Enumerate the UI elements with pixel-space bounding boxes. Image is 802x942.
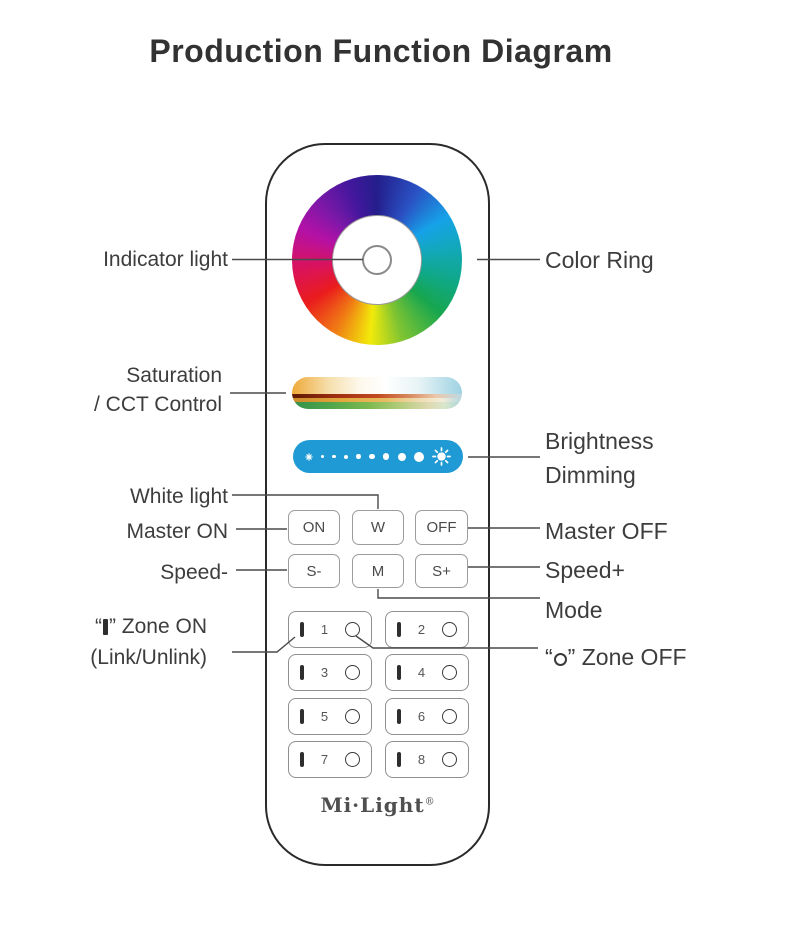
saturation-cct-slider[interactable] xyxy=(292,377,462,409)
quote-close: ” xyxy=(567,644,576,670)
label-zone-on: “ ” Zone ON (Link/Unlink) xyxy=(90,611,207,673)
zone-on-bar-icon xyxy=(300,622,304,637)
label-saturation-line2: / CCT Control xyxy=(94,393,222,416)
zone-number: 6 xyxy=(417,709,426,724)
cct-gradient-strip xyxy=(292,377,462,394)
zone-off-circle-icon xyxy=(553,653,567,666)
red-gradient-strip xyxy=(292,394,462,398)
zone-on-bar-icon xyxy=(397,665,401,680)
label-saturation-line1: Saturation xyxy=(126,364,222,387)
zone-on-bar-icon xyxy=(300,752,304,767)
zone-on-bar-icon xyxy=(300,709,304,724)
label-zone-on-line1: “ ” Zone ON xyxy=(90,611,207,642)
zone-number: 7 xyxy=(320,752,329,767)
quote-close: ” xyxy=(108,615,116,638)
zone-button-5[interactable]: 5 xyxy=(288,698,372,735)
label-master-on: Master ON xyxy=(126,520,228,543)
brightness-dot xyxy=(413,451,424,462)
label-saturation-cct: Saturation / CCT Control xyxy=(94,361,222,419)
label-zone-on-text: Zone ON xyxy=(115,615,207,638)
master-off-button[interactable]: OFF xyxy=(415,510,468,545)
zone-off-circle-icon xyxy=(441,622,457,637)
brightness-dot xyxy=(382,453,390,460)
green-gradient-strip xyxy=(292,402,462,409)
zone-number: 3 xyxy=(320,665,329,680)
mode-button[interactable]: M xyxy=(352,554,404,588)
zone-on-bar-icon xyxy=(397,709,401,724)
label-zone-off-text: Zone OFF xyxy=(575,644,687,670)
label-color-ring: Color Ring xyxy=(545,247,654,273)
zone-button-2[interactable]: 2 xyxy=(385,611,469,648)
label-brightness-line2: Dimming xyxy=(545,462,636,488)
zone-number: 8 xyxy=(417,752,426,767)
indicator-light xyxy=(362,245,392,275)
speed-minus-button[interactable]: S- xyxy=(288,554,340,588)
sun-icon xyxy=(432,447,451,466)
zone-button-6[interactable]: 6 xyxy=(385,698,469,735)
zone-button-8[interactable]: 8 xyxy=(385,741,469,778)
zone-off-circle-icon xyxy=(441,752,457,767)
zone-on-bar-icon xyxy=(102,619,108,635)
zone-number: 2 xyxy=(417,622,426,637)
white-light-button[interactable]: W xyxy=(352,510,404,545)
label-mode: Mode xyxy=(545,597,603,623)
zone-off-circle-icon xyxy=(344,665,360,680)
label-master-off: Master OFF xyxy=(545,518,668,544)
zone-on-bar-icon xyxy=(397,752,401,767)
zone-number: 1 xyxy=(320,622,329,637)
label-indicator-light: Indicator light xyxy=(103,248,228,271)
zone-number: 4 xyxy=(417,665,426,680)
brightness-dot xyxy=(344,454,349,459)
brand-logo-text: Mi·Light xyxy=(320,793,425,817)
label-brightness-dimming: Brightness Dimming xyxy=(545,424,654,492)
brightness-dot xyxy=(397,452,406,461)
sparkle-icon xyxy=(305,452,313,461)
brand-logo: Mi·Light® xyxy=(288,793,468,817)
quote-open: “ xyxy=(545,644,553,670)
zone-off-circle-icon xyxy=(344,622,360,637)
brightness-dot xyxy=(321,455,325,458)
orange-gradient-strip xyxy=(292,398,462,402)
registered-mark: ® xyxy=(424,796,436,808)
zone-off-circle-icon xyxy=(344,709,360,724)
zone-off-circle-icon xyxy=(344,752,360,767)
zone-button-7[interactable]: 7 xyxy=(288,741,372,778)
color-ring[interactable] xyxy=(292,175,462,345)
brightness-dot xyxy=(356,454,361,459)
brightness-dimming-slider[interactable] xyxy=(293,440,463,473)
zone-on-bar-icon xyxy=(397,622,401,637)
zone-button-1[interactable]: 1 xyxy=(288,611,372,648)
label-speed-plus: Speed+ xyxy=(545,557,625,583)
quote-open: “ xyxy=(94,615,102,638)
brightness-dot xyxy=(369,453,375,460)
label-white-light: White light xyxy=(129,485,228,508)
label-link-unlink: (Link/Unlink) xyxy=(90,646,207,669)
zone-off-circle-icon xyxy=(441,709,457,724)
zone-button-4[interactable]: 4 xyxy=(385,654,469,691)
speed-plus-button[interactable]: S+ xyxy=(415,554,468,588)
zone-on-bar-icon xyxy=(300,665,304,680)
zone-number: 5 xyxy=(320,709,329,724)
zone-button-3[interactable]: 3 xyxy=(288,654,372,691)
brightness-dot xyxy=(332,454,336,459)
zone-off-circle-icon xyxy=(441,665,457,680)
label-speed-minus: Speed- xyxy=(160,561,228,584)
master-on-button[interactable]: ON xyxy=(288,510,340,545)
page-title: Production Function Diagram xyxy=(149,33,613,69)
label-zone-off: “ ” Zone OFF xyxy=(545,640,687,674)
label-brightness-line1: Brightness xyxy=(545,428,654,454)
